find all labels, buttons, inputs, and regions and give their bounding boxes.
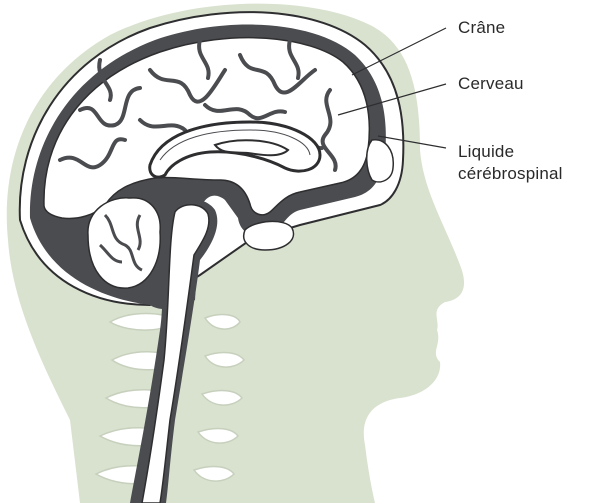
label-cerebrospinal-fluid: Liquide cérébrospinal — [458, 141, 563, 185]
pituitary-area — [244, 221, 294, 250]
cerebellum — [88, 198, 160, 288]
label-skull: Crâne — [458, 17, 505, 39]
label-csf-line1: Liquide — [458, 141, 563, 163]
label-brain: Cerveau — [458, 73, 524, 95]
label-csf-line2: cérébrospinal — [458, 163, 563, 185]
